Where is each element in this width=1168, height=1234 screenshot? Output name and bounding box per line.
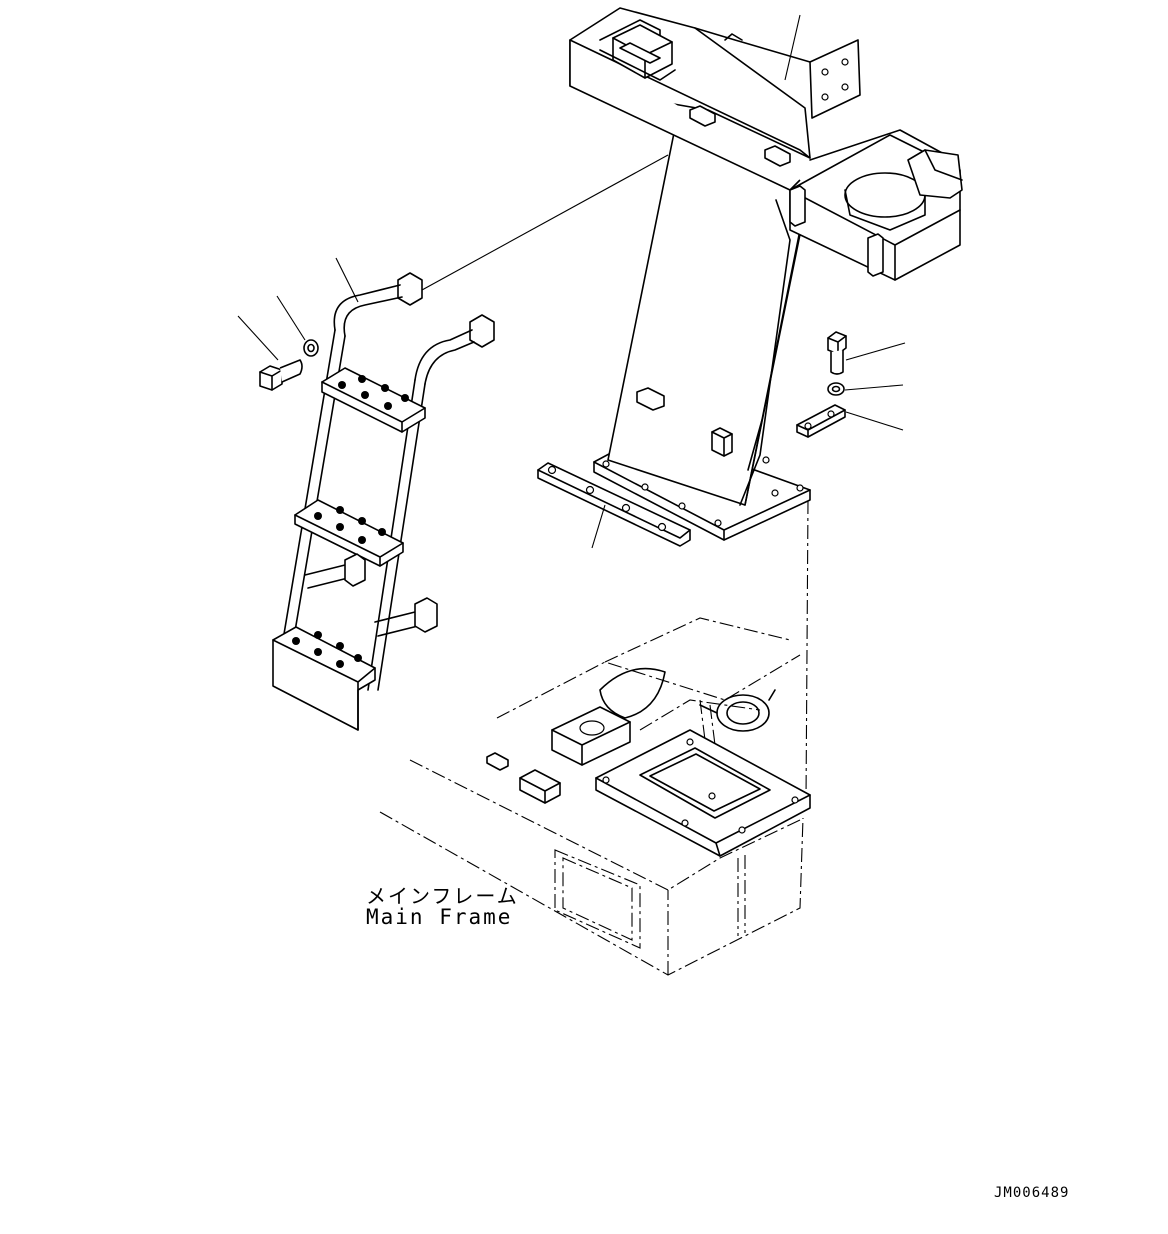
frame-mounting-plate [595, 729, 811, 857]
mounting-bolt [237, 315, 303, 391]
clamp-plate [796, 404, 904, 438]
bolt-right [827, 331, 906, 375]
drawing-number: JM006489 [994, 1185, 1070, 1201]
washer [276, 295, 319, 357]
frame-boss-block [551, 706, 631, 766]
upper-frame-bracket [569, 7, 963, 281]
main-frame-label-japanese: メインフレーム [366, 884, 519, 908]
ladder-assembly [272, 257, 495, 731]
main-frame [379, 499, 809, 976]
support-column [593, 122, 811, 541]
frame-spacer-blocks [486, 752, 561, 804]
washer-right [827, 382, 904, 396]
main-frame-label-english: Main Frame [366, 905, 513, 929]
alignment-line [421, 154, 669, 291]
spacer-plate [537, 462, 691, 549]
